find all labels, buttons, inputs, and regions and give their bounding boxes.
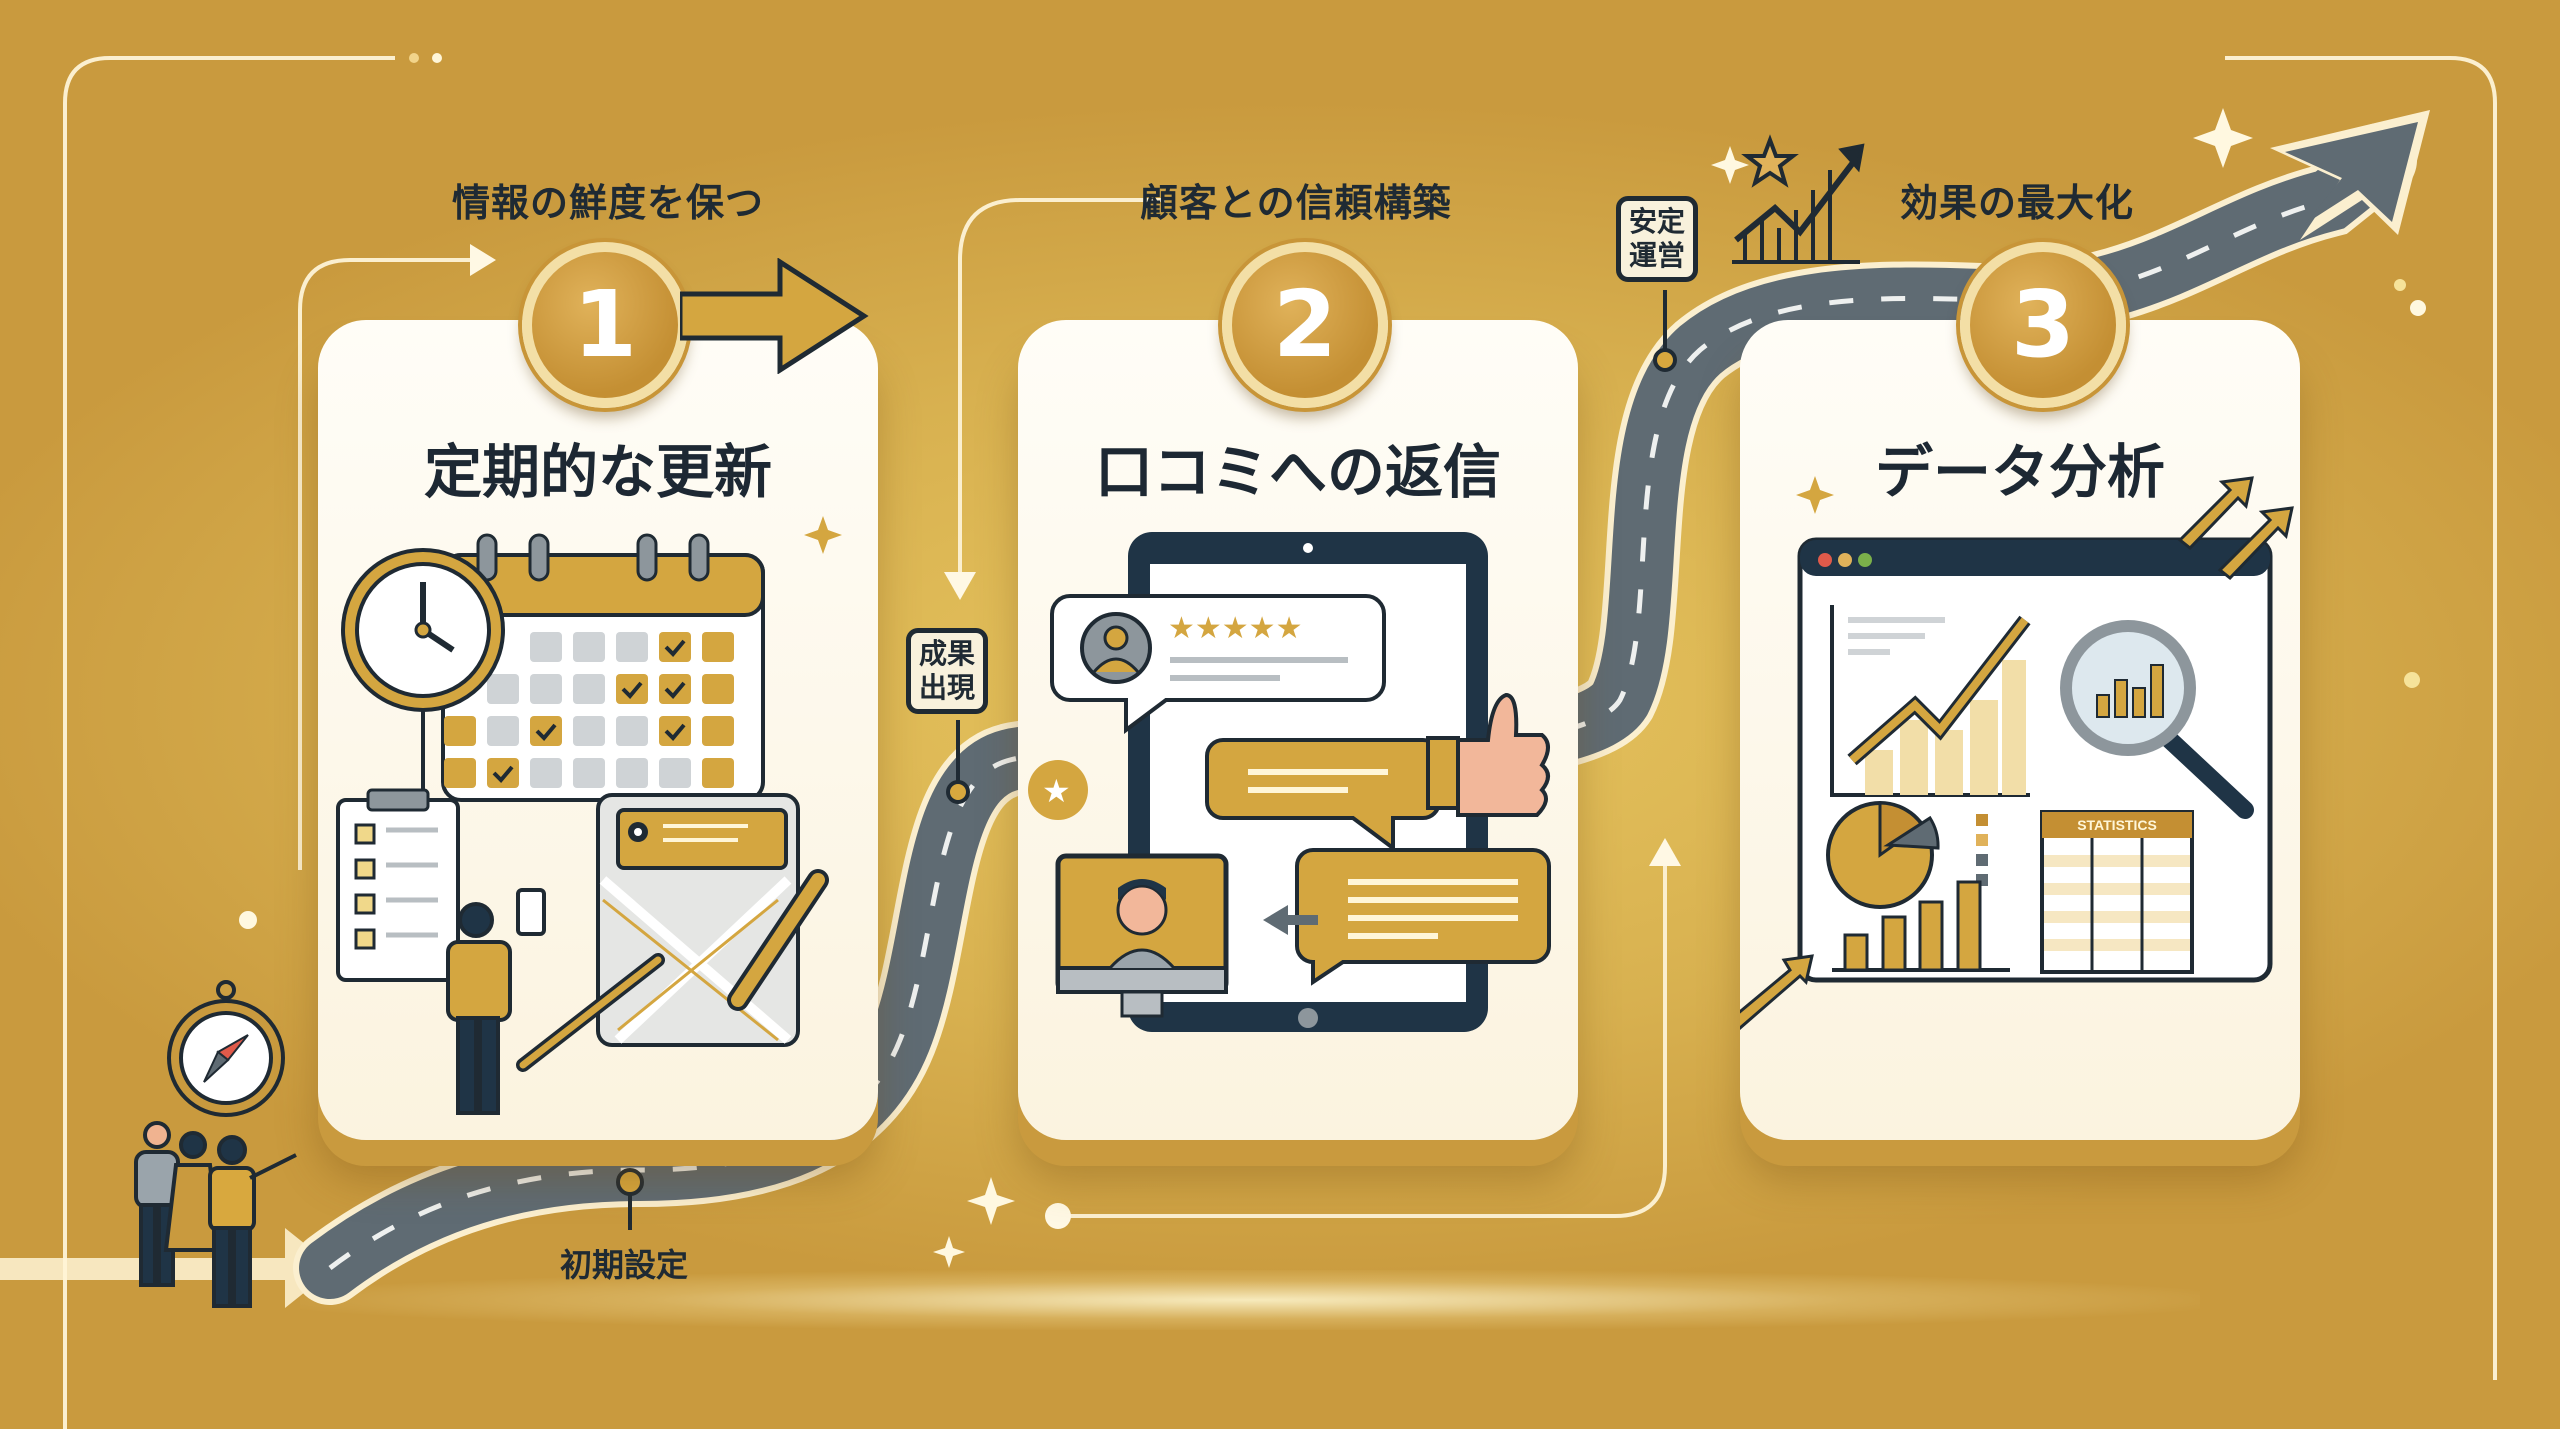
line-chart [1830,605,2031,797]
reply-bubble-2 [1263,848,1551,986]
step-2-subtitle: 顧客との信頼構築 [1140,181,1452,225]
trend-chart-icon [1732,134,1865,264]
step-2-card: 口コミへの返信 ★★★★★ [1018,320,1578,1140]
person-with-phone [446,888,546,1115]
step-2-number-badge: 2 [1222,242,1388,408]
five-stars: ★★★★★ [1168,611,1302,646]
milestone-results-line2: 出現 [919,671,976,704]
milestone-stable-line1: 安定 [1629,205,1686,238]
svg-text:★★★★★: ★★★★★ [1168,611,1302,646]
map-icon [596,793,800,1047]
step-3-subtitle: 効果の最大化 [1900,181,2135,225]
floor-glow [300,1270,2200,1330]
step-2-number: 2 [1272,271,1337,378]
milestone-stable-line2: 運営 [1629,239,1686,272]
step-1-arrow-icon [680,258,869,374]
calendar-icon [441,533,765,802]
bar-chart [1832,880,2010,972]
step-1-subtitle: 情報の鮮度を保つ [452,181,765,225]
step-2-title: 口コミへの返信 [1094,438,1501,506]
frame-line-left [63,56,395,1429]
magnifier-icon [2060,620,2254,819]
pie-chart [1826,801,1988,909]
step-2-illustration: ★★★★★ ★ [1028,532,1551,1032]
growth-arrows [1740,476,2294,1030]
clock-icon [341,548,505,790]
step-3-card: データ分析 [1740,320,2300,1140]
milestone-stable-sign: 安定 運営 [1616,196,1699,282]
svg-text:★: ★ [1042,772,1071,810]
video-call-monitor [1055,853,1229,1018]
svg-text:STATISTICS: STATISTICS [2077,817,2157,833]
review-bubble: ★★★★★ [1050,594,1386,734]
milestone-start-label: 初期設定 [560,1246,689,1284]
step-1-illustration [336,516,842,1115]
step-1-number-badge: 1 [522,242,688,408]
thumbs-up-icon [1426,692,1550,817]
step-3-number: 3 [2010,271,2075,378]
milestone-results-line1: 成果 [919,637,976,670]
step-3-title: データ分析 [1874,438,2165,506]
people-group-icon [134,1121,297,1308]
step-1-card: 定期的な更新 [318,320,878,1140]
compass-icon [167,980,285,1117]
star-bubble-icon: ★ [1028,760,1088,820]
checklist-icon [336,788,460,982]
step-1-title: 定期的な更新 [423,438,772,506]
frame-line-right [2225,56,2497,1380]
step-3-illustration: STATISTICS [1740,476,2294,1030]
milestone-results-sign: 成果 出現 [906,628,989,714]
step-1-number: 1 [572,271,637,378]
step-3-number-badge: 3 [1960,242,2126,408]
statistics-table: STATISTICS [2040,810,2194,974]
